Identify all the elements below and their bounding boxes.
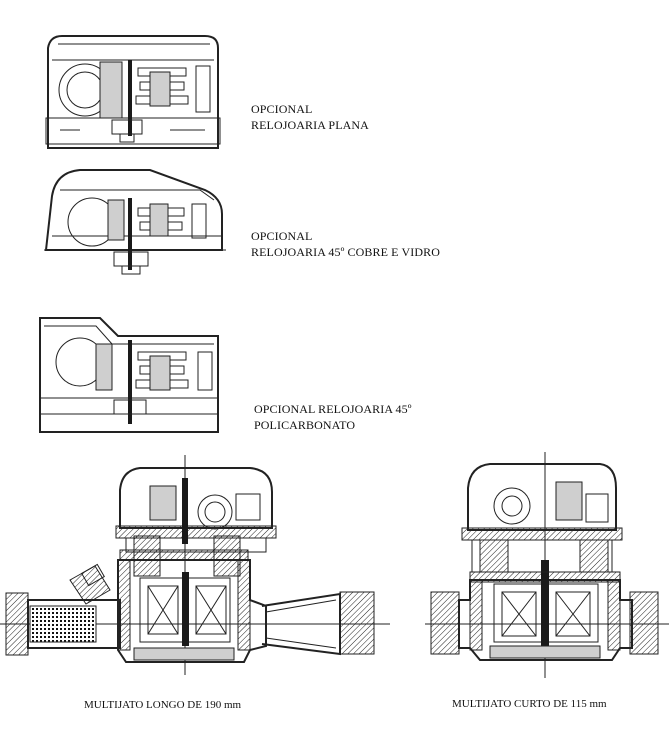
long-meter-caption: MULTIJATO LONGO DE 190 mm: [84, 699, 242, 711]
copper-glass-register-label-line2: RELOJOARIA 45º COBRE E VIDRO: [251, 245, 440, 259]
flat-register-label-line2: RELOJOARIA PLANA: [251, 118, 369, 132]
flat-register-label-line1: OPCIONAL: [251, 102, 313, 116]
short-meter-drawing: [425, 452, 669, 678]
copper-glass-register-drawing: [44, 169, 226, 275]
polycarbonate-register-label: OPCIONAL RELOJOARIA 45º POLICARBONATO: [254, 401, 412, 433]
polycarbonate-register-label-line1: OPCIONAL RELOJOARIA 45º: [254, 402, 412, 416]
flat-register-drawing: [45, 35, 221, 149]
short-meter-caption: MULTIJATO CURTO DE 115 mm: [452, 698, 607, 710]
polycarbonate-register-label-line2: POLICARBONATO: [254, 418, 356, 432]
copper-glass-register-label: OPCIONAL RELOJOARIA 45º COBRE E VIDRO: [251, 228, 440, 260]
copper-glass-register-label-line1: OPCIONAL: [251, 229, 313, 243]
polycarbonate-register-drawing: [39, 317, 219, 433]
long-meter-drawing: [0, 455, 390, 675]
flat-register-label: OPCIONAL RELOJOARIA PLANA: [251, 101, 369, 133]
